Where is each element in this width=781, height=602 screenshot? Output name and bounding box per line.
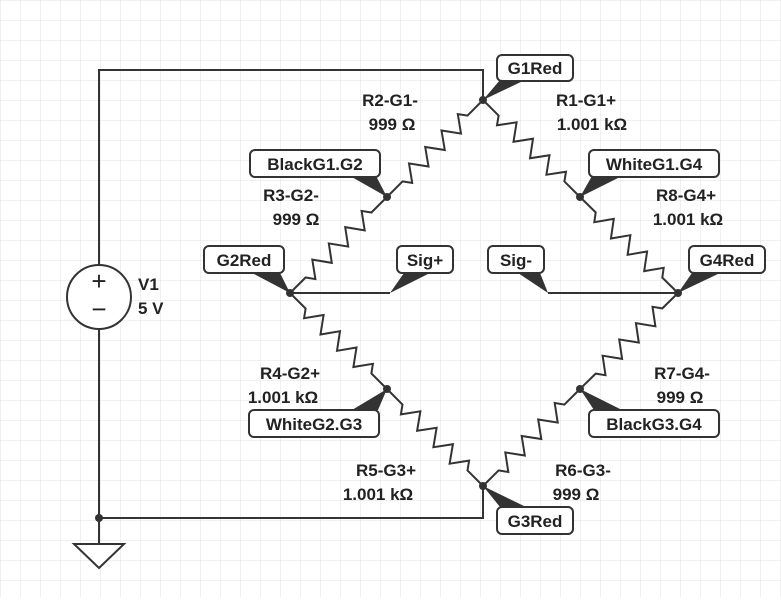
r2-resistor[interactable]: [386, 99, 484, 198]
r8-name: R8-G4+: [656, 186, 716, 205]
ground-icon[interactable]: [71, 543, 127, 570]
r4-value: 1.001 kΩ: [248, 388, 318, 407]
net-label-whiteg2g3-text: WhiteG2.G3: [266, 415, 362, 434]
net-label-g4red-text: G4Red: [700, 251, 755, 270]
net-label-blackg1g2-text: BlackG1.G2: [267, 155, 362, 174]
resistor-labels: R2-G1- 999 Ω R1-G1+ 1.001 kΩ R3-G2- 999 …: [248, 91, 723, 504]
r5-value: 1.001 kΩ: [343, 485, 413, 504]
net-label-sigminus-text: Sig-: [500, 251, 532, 270]
r7-value: 999 Ω: [657, 388, 704, 407]
r3-name: R3-G2-: [263, 186, 319, 205]
r3-value: 999 Ω: [273, 210, 320, 229]
node-ground: [95, 514, 103, 522]
net-label-sigplus-text: Sig+: [407, 251, 443, 270]
r4-name: R4-G2+: [260, 364, 320, 383]
r6-name: R6-G3-: [555, 461, 611, 480]
r7-name: R7-G4-: [654, 364, 710, 383]
net-label-blackg3g4[interactable]: BlackG3.G4: [580, 389, 720, 438]
r5-resistor[interactable]: [386, 388, 484, 487]
r5-name: R5-G3+: [356, 461, 416, 480]
r1-resistor[interactable]: [482, 99, 581, 198]
r6-value: 999 Ω: [553, 485, 600, 504]
net-label-blackg1g2[interactable]: BlackG1.G2: [249, 149, 387, 197]
net-label-g4red[interactable]: G4Red: [678, 245, 766, 293]
r1-name: R1-G1+: [556, 91, 616, 110]
r6-resistor[interactable]: [482, 388, 581, 487]
net-label-sigplus[interactable]: Sig+: [390, 245, 454, 293]
r8-resistor[interactable]: [579, 196, 679, 294]
net-label-blackg3g4-text: BlackG3.G4: [606, 415, 702, 434]
power-wires: [98, 69, 678, 544]
source-name: V1: [138, 275, 159, 294]
r8-value: 1.001 kΩ: [653, 210, 723, 229]
net-labels: G1Red BlackG1.G2 WhiteG1.G4 G2Red Sig+: [203, 54, 766, 535]
r4-resistor[interactable]: [289, 292, 388, 390]
r7-resistor[interactable]: [579, 292, 679, 390]
plus-sign: +: [91, 266, 106, 296]
r2-value: 999 Ω: [369, 115, 416, 134]
net-label-whiteg1g4-text: WhiteG1.G4: [606, 155, 703, 174]
voltage-source[interactable]: + − V1 5 V: [66, 264, 164, 330]
net-label-g3red-text: G3Red: [508, 512, 563, 531]
net-label-whiteg2g3[interactable]: WhiteG2.G3: [248, 389, 387, 438]
net-label-g3red[interactable]: G3Red: [483, 486, 574, 535]
source-value: 5 V: [138, 299, 164, 318]
net-label-sigminus[interactable]: Sig-: [487, 245, 548, 293]
net-label-g1red-text: G1Red: [508, 59, 563, 78]
net-label-g1red[interactable]: G1Red: [483, 54, 574, 100]
r2-name: R2-G1-: [362, 91, 418, 110]
voltage-source-icon: [66, 264, 132, 330]
minus-sign: −: [91, 294, 106, 324]
r3-resistor[interactable]: [289, 196, 388, 294]
r1-value: 1.001 kΩ: [557, 115, 627, 134]
net-label-g2red-text: G2Red: [217, 251, 272, 270]
net-label-g2red[interactable]: G2Red: [203, 245, 290, 293]
net-label-whiteg1g4[interactable]: WhiteG1.G4: [580, 149, 720, 197]
